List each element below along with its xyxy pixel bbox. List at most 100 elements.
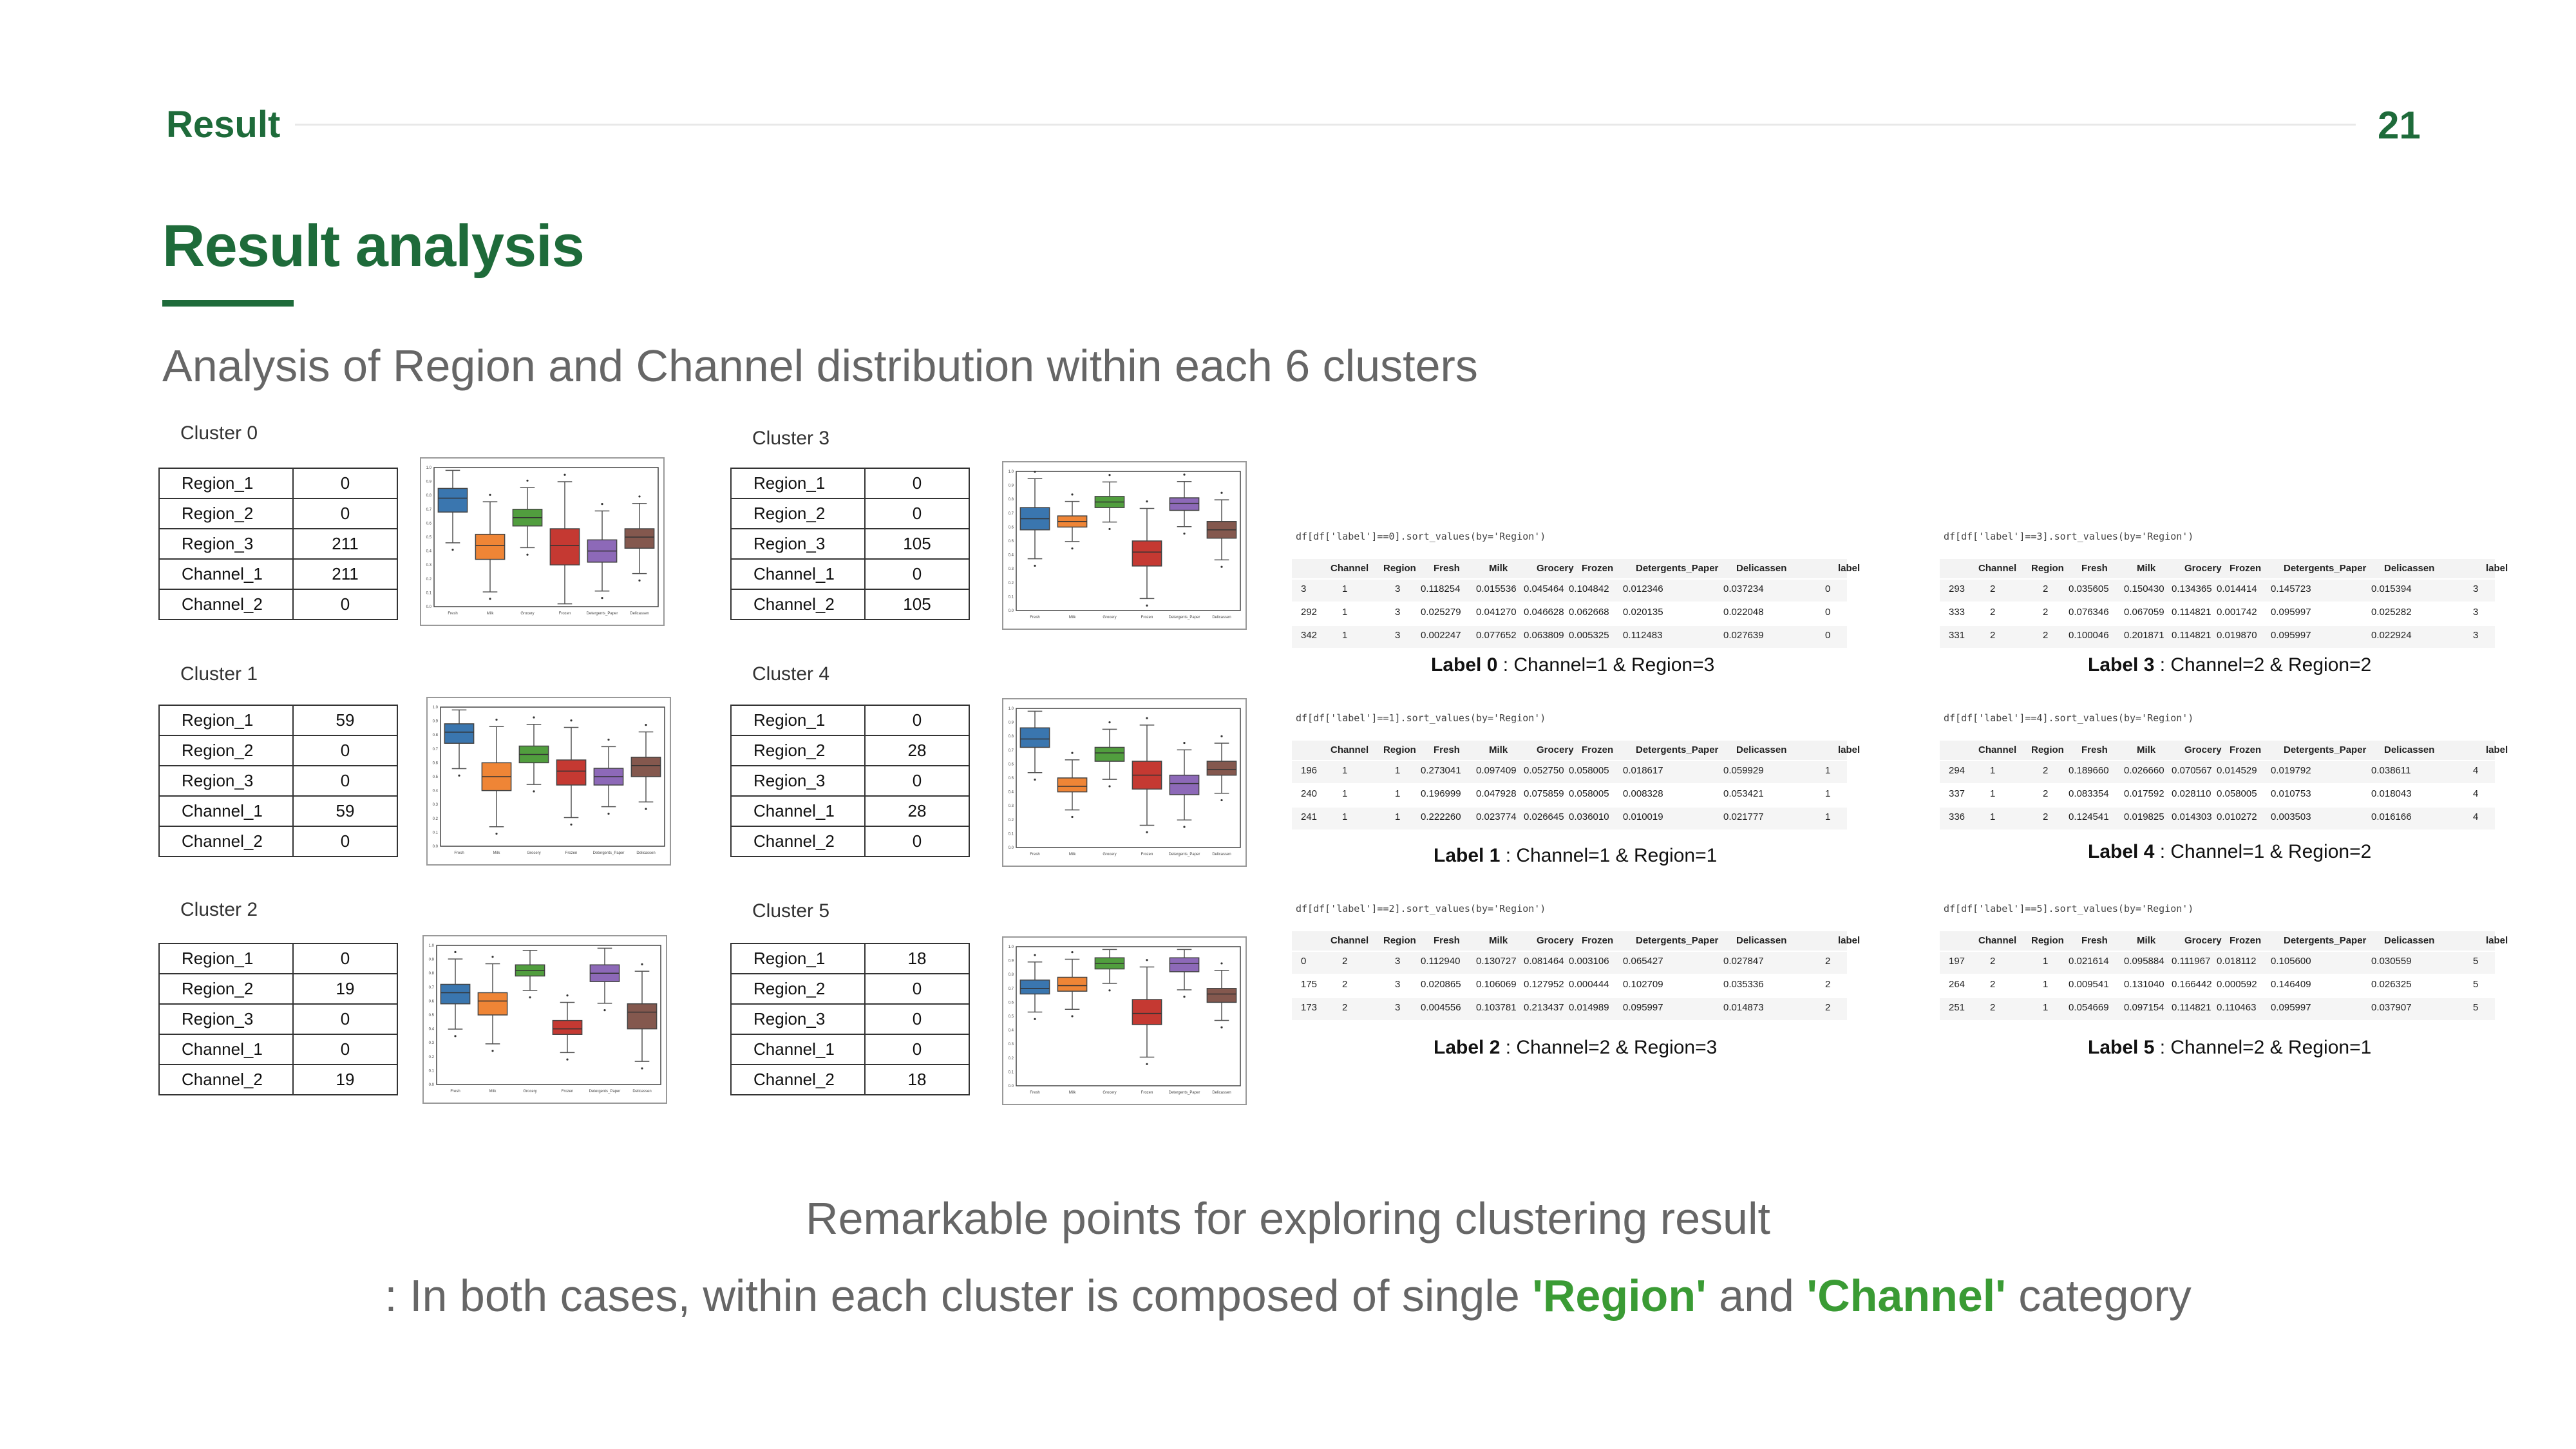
x-tick-label: Fresh bbox=[448, 612, 457, 616]
table-cell: 0.001742 bbox=[2217, 607, 2257, 618]
table-cell: 0.018112 bbox=[2217, 956, 2257, 967]
outlier-point bbox=[1183, 473, 1186, 476]
table-cell: 1 bbox=[1342, 765, 1348, 776]
x-tick-label: Grocery bbox=[520, 612, 534, 616]
feature-count: 0 bbox=[864, 558, 970, 590]
table-cell: 0.081464 bbox=[1524, 956, 1564, 967]
column-header: Milk bbox=[1489, 935, 1508, 946]
table-cell: 1 bbox=[1990, 765, 1996, 776]
outlier-point bbox=[601, 502, 603, 506]
y-tick-label: 0.3 bbox=[1009, 567, 1014, 571]
row-index: 293 bbox=[1949, 583, 1965, 594]
x-tick-label: Delicassen bbox=[636, 851, 655, 855]
y-tick-label: 0.6 bbox=[1009, 526, 1014, 529]
box-frozen bbox=[552, 1019, 583, 1035]
row-index: 241 bbox=[1301, 811, 1318, 822]
column-header: Delicassen bbox=[1736, 563, 1787, 574]
y-tick-label: 0.5 bbox=[433, 775, 439, 779]
table-cell: 0.150430 bbox=[2124, 583, 2164, 594]
outlier-point bbox=[570, 719, 573, 722]
table-cell: 0.166442 bbox=[2172, 979, 2212, 990]
outlier-point bbox=[638, 495, 641, 498]
feature-name: Channel_2 bbox=[730, 1064, 866, 1095]
cluster-title: Cluster 1 bbox=[180, 663, 258, 685]
cluster-title: Cluster 2 bbox=[180, 899, 258, 920]
x-tick-label: Frozen bbox=[1141, 853, 1153, 857]
column-header: Region bbox=[2031, 935, 2064, 946]
y-tick-label: 0.2 bbox=[1009, 819, 1014, 822]
outlier-point bbox=[451, 549, 454, 551]
table-cell: 5 bbox=[2473, 979, 2479, 990]
outlier-point bbox=[1146, 604, 1148, 607]
x-tick-label: Delicassen bbox=[1212, 853, 1231, 857]
feature-name: Channel_2 bbox=[158, 1064, 294, 1095]
column-header: Frozen bbox=[2230, 563, 2262, 574]
table-cell: 3 bbox=[1395, 956, 1401, 967]
y-tick-label: 0.7 bbox=[426, 508, 432, 512]
code-line: df[df['label']==5].sort_values(by='Regio… bbox=[1944, 903, 2194, 914]
table-cell: 5 bbox=[2473, 1002, 2479, 1013]
table-cell: 0.100046 bbox=[2069, 630, 2109, 641]
row-index: 251 bbox=[1949, 1002, 1965, 1013]
y-tick-label: 0.0 bbox=[426, 605, 432, 609]
feature-count: 19 bbox=[292, 1064, 398, 1095]
x-tick-label: Detergents_Paper bbox=[593, 851, 625, 855]
table-cell: 0.196999 bbox=[1421, 788, 1461, 799]
outlier-point bbox=[566, 994, 569, 997]
label-caption: Label 3 : Channel=2 & Region=2 bbox=[2088, 654, 2371, 676]
box-milk bbox=[1057, 777, 1088, 793]
label-caption: Label 0 : Channel=1 & Region=3 bbox=[1431, 654, 1714, 676]
column-header: Region bbox=[1383, 744, 1416, 755]
feature-name: Region_2 bbox=[158, 973, 294, 1005]
table-cell: 0.111967 bbox=[2172, 956, 2211, 967]
x-tick-label: Detergents_Paper bbox=[1169, 616, 1200, 620]
row-index: 333 bbox=[1949, 607, 1965, 618]
table-cell: 4 bbox=[2473, 765, 2479, 776]
outlier-point bbox=[1220, 962, 1223, 965]
y-tick-label: 0.0 bbox=[1009, 609, 1014, 613]
column-header: label bbox=[2486, 563, 2508, 574]
y-tick-label: 0.8 bbox=[426, 494, 432, 498]
outlier-point bbox=[1220, 1026, 1223, 1028]
table-cell: 0.273041 bbox=[1421, 765, 1461, 776]
table-cell: 0.015394 bbox=[2371, 583, 2412, 594]
table-cell: 0.014414 bbox=[2217, 583, 2257, 594]
outlier-point bbox=[1183, 826, 1186, 828]
x-tick-label: Detergents_Paper bbox=[1169, 1091, 1200, 1095]
remark-tail: category bbox=[2005, 1271, 2192, 1321]
table-cell: 1 bbox=[2043, 956, 2049, 967]
table-cell: 2 bbox=[1825, 979, 1831, 990]
feature-name: Channel_1 bbox=[158, 795, 294, 827]
plot-axes bbox=[1016, 708, 1241, 848]
y-tick-label: 0.6 bbox=[433, 761, 439, 765]
outlier-point bbox=[1071, 547, 1074, 550]
outlier-point bbox=[1034, 778, 1036, 781]
feature-name: Channel_1 bbox=[730, 795, 866, 827]
row-index: 3 bbox=[1301, 583, 1307, 594]
feature-count: 0 bbox=[864, 826, 970, 857]
outlier-point bbox=[1108, 785, 1111, 788]
column-header: Region bbox=[2031, 563, 2064, 574]
feature-count: 105 bbox=[864, 589, 970, 620]
outlier-point bbox=[1146, 500, 1148, 503]
feature-name: Channel_1 bbox=[158, 558, 294, 590]
table-cell: 0.020135 bbox=[1623, 607, 1663, 618]
row-index: 264 bbox=[1949, 979, 1965, 990]
table-cell: 0.114821 bbox=[2172, 630, 2211, 641]
table-cell: 1 bbox=[1342, 788, 1348, 799]
column-header: Grocery bbox=[2184, 563, 2222, 574]
label-condition: : Channel=1 & Region=1 bbox=[1500, 845, 1718, 866]
outlier-point bbox=[1220, 491, 1223, 494]
table-cell: 0.213437 bbox=[1524, 1002, 1564, 1013]
table-cell: 0.095997 bbox=[2271, 607, 2311, 618]
outlier-point bbox=[529, 996, 531, 999]
label-name: Label 3 bbox=[2088, 654, 2155, 676]
outlier-point bbox=[1108, 474, 1111, 477]
box-milk bbox=[477, 992, 508, 1016]
table-cell: 0.112483 bbox=[1623, 630, 1663, 641]
